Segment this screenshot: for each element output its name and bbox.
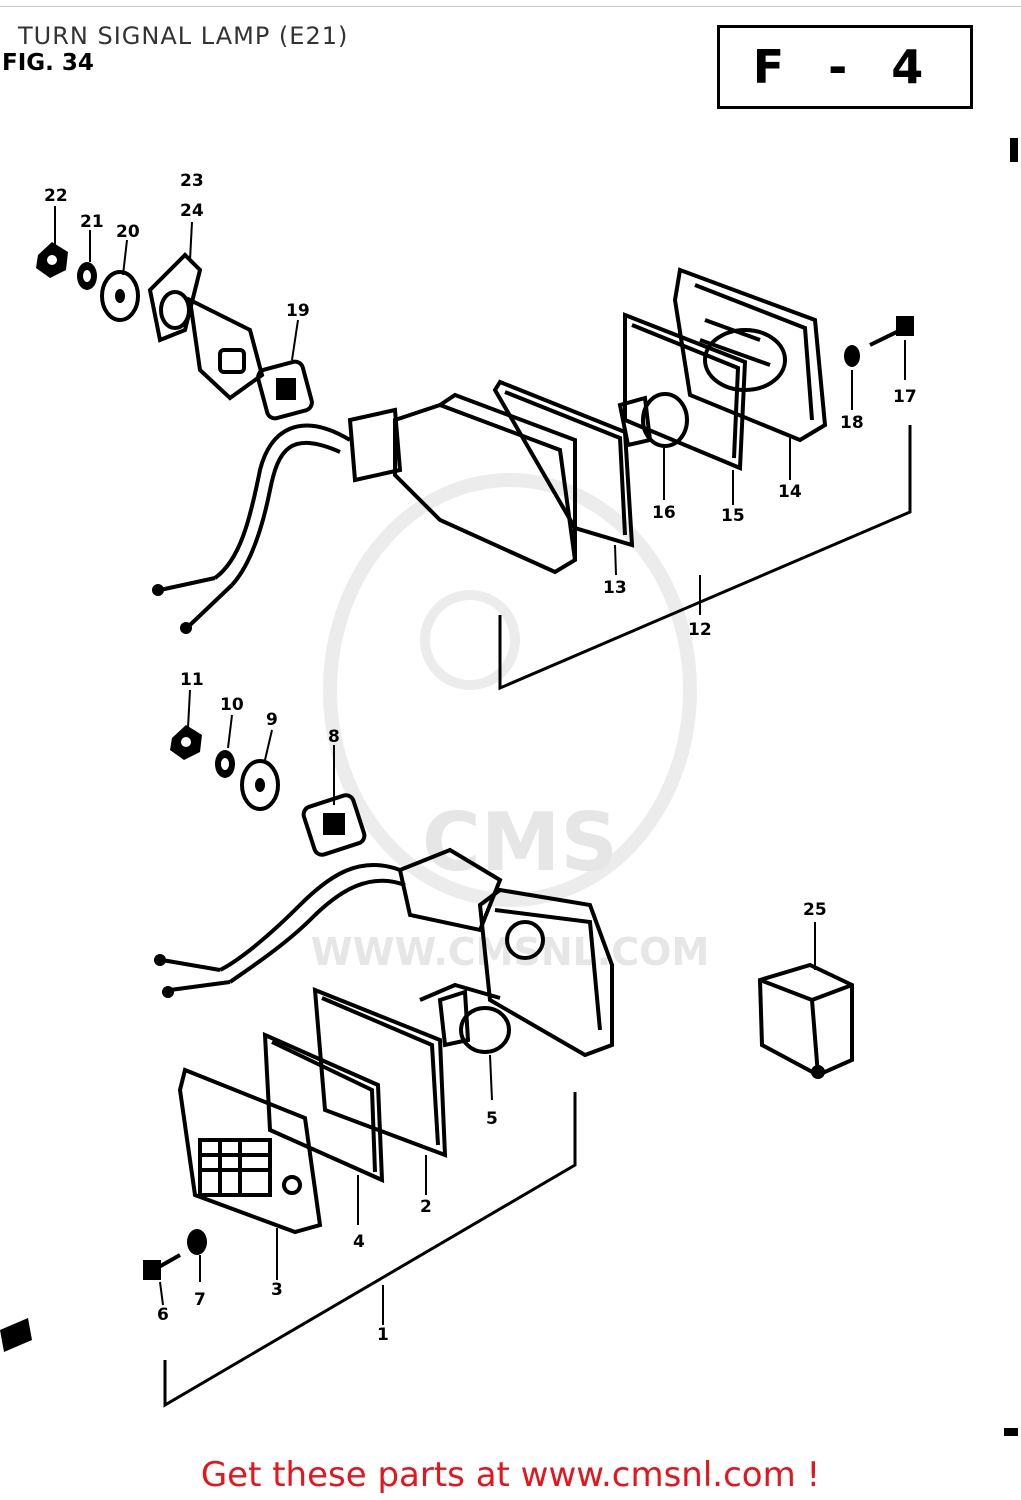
washer-7-icon <box>187 1229 207 1255</box>
callout-19: 19 <box>286 301 310 321</box>
nut-11-icon <box>170 725 202 760</box>
gasket-4 <box>262 1031 385 1184</box>
lock-washer-10-icon <box>215 750 235 778</box>
nut-22-icon <box>36 242 68 278</box>
washer-9-icon <box>240 759 280 811</box>
grommet-8 <box>301 793 367 857</box>
gasket-15 <box>623 312 748 471</box>
footer-banner-link[interactable]: Get these parts at www.cmsnl.com ! <box>200 1455 821 1495</box>
leader-lines-upper <box>54 206 906 615</box>
callout-3: 3 <box>271 1280 283 1300</box>
figure-label: FIG. 34 <box>2 50 94 76</box>
callout-2: 2 <box>420 1197 432 1217</box>
callout-18: 18 <box>840 413 864 433</box>
parts-diagram: CMS WWW.CMSNL.COM <box>0 138 1018 1436</box>
callout-25: 25 <box>803 900 827 920</box>
top-divider <box>0 6 1021 7</box>
page-title: TURN SIGNAL LAMP (E21) <box>18 22 349 50</box>
figure-code: F - 4 <box>752 40 938 94</box>
relay-25 <box>757 962 854 1079</box>
callout-16: 16 <box>652 503 676 523</box>
callout-22: 22 <box>44 186 68 206</box>
callout-12: 12 <box>688 620 712 640</box>
callout-8: 8 <box>328 727 340 747</box>
grommet-19 <box>256 359 314 421</box>
callout-24: 24 <box>180 201 204 221</box>
watermark: CMS WWW.CMSNL.COM <box>311 473 709 974</box>
callout-20: 20 <box>116 222 140 242</box>
gasket-13 <box>492 379 635 548</box>
callout-10: 10 <box>220 695 244 715</box>
margin-marks <box>0 138 1018 1436</box>
callout-21: 21 <box>80 212 104 232</box>
callout-17: 17 <box>893 387 917 407</box>
callout-11: 11 <box>180 670 204 690</box>
lens-3 <box>177 1067 323 1235</box>
callout-13: 13 <box>603 578 627 598</box>
lens-14 <box>672 267 828 443</box>
lamp-housing-upper <box>152 392 578 634</box>
screw-6-icon <box>143 1253 181 1280</box>
assembly-bracket-1 <box>163 1092 577 1408</box>
bulb-16-icon <box>617 392 689 448</box>
callout-5: 5 <box>486 1109 498 1129</box>
lock-washer-21-icon <box>77 262 97 290</box>
assembly-bracket-12 <box>498 425 912 691</box>
screw-17-icon <box>869 316 914 347</box>
callout-4: 4 <box>353 1232 365 1252</box>
washer-20-icon <box>100 270 140 322</box>
callout-7: 7 <box>194 1290 206 1310</box>
bulb-5-icon <box>419 982 511 1054</box>
callout-labels: 22 21 20 23 24 19 13 12 16 15 14 18 17 1… <box>44 171 917 1345</box>
washer-18-icon <box>844 345 860 367</box>
figure-code-box: F - 4 <box>717 25 973 109</box>
lamp-housing-lower <box>154 847 614 1058</box>
callout-14: 14 <box>778 482 802 502</box>
bracket-part <box>147 252 265 401</box>
gasket-2 <box>312 986 448 1158</box>
callout-23: 23 <box>180 171 204 191</box>
leader-lines-lower <box>159 689 816 1325</box>
callout-1: 1 <box>377 1325 389 1345</box>
watermark-brand: CMS <box>422 796 618 889</box>
watermark-mascot-icon <box>323 473 697 907</box>
callout-15: 15 <box>721 506 745 526</box>
callout-6: 6 <box>157 1305 169 1325</box>
callout-9: 9 <box>266 710 278 730</box>
